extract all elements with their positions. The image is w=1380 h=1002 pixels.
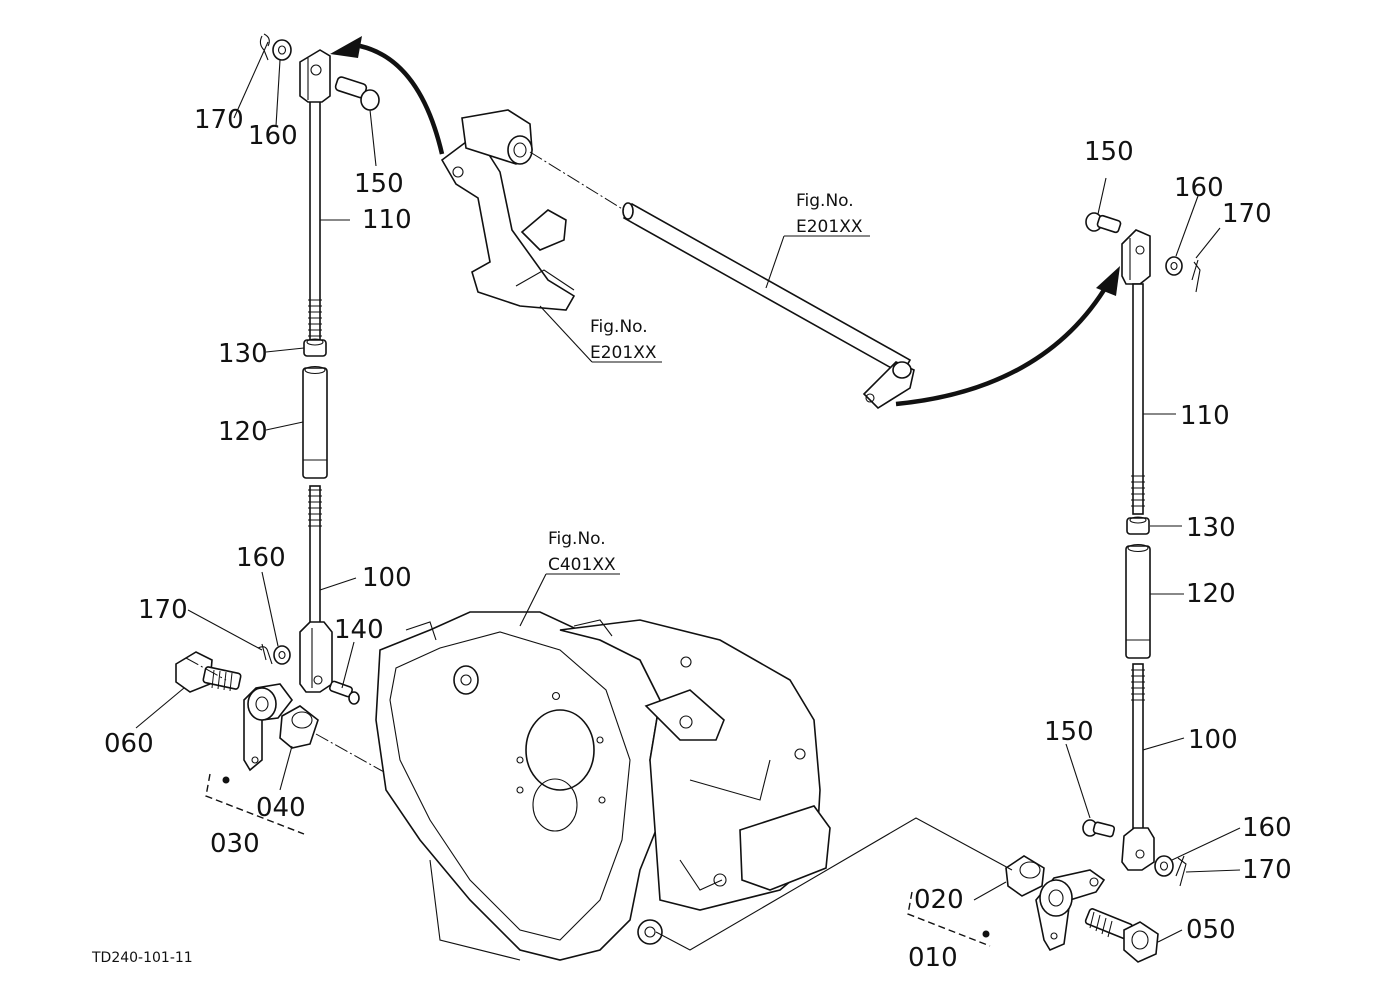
left-top-pin-150 [334, 76, 380, 111]
callout-left-060: 060 [104, 729, 154, 759]
right-top-washer-160 [1165, 256, 1183, 276]
callout-right-100: 100 [1188, 725, 1238, 755]
figure-references: Fig.No. E201XX Fig.No. E201XX Fig.No. C4… [548, 191, 863, 575]
right-bottom-clevis [1121, 827, 1155, 871]
left-pin-140 [328, 680, 360, 705]
right-bottom-washer-160 [1154, 855, 1174, 877]
right-top-clevis [1121, 229, 1151, 285]
right-bushing-020 [1005, 855, 1045, 897]
left-top-washer-160 [272, 39, 292, 61]
fig-ref-housing-label: Fig.No. [548, 529, 606, 549]
callout-left-130: 130 [218, 339, 268, 369]
right-bottom-pin-150 [1082, 819, 1116, 838]
callout-left-160-bottom: 160 [236, 543, 286, 573]
right-group-bracket-010 [907, 891, 991, 947]
callout-left-170-bottom: 170 [138, 595, 188, 625]
left-bolt-060 [175, 651, 242, 693]
left-lever-pivot-dot [222, 776, 230, 784]
fig-ref-arm-code: E201XX [590, 343, 657, 363]
right-top-cotter-170 [1191, 259, 1201, 293]
callout-labels: 170 160 150 110 130 120 100 160 170 140 … [104, 105, 1292, 973]
left-turnbuckle-120 [302, 365, 328, 479]
left-bottom-cotter-170 [257, 643, 273, 665]
callout-right-110: 110 [1180, 401, 1230, 431]
left-rod-110 [309, 99, 321, 341]
callout-right-170-top: 170 [1222, 199, 1272, 229]
right-bushing-leader [655, 817, 1013, 951]
callout-right-050: 050 [1186, 915, 1236, 945]
cross-shaft [622, 202, 915, 410]
left-group-bracket-030 [205, 773, 305, 835]
callout-right-170-bottom: 170 [1242, 855, 1292, 885]
transmission-housing [375, 611, 831, 961]
right-rod-110-thread [1131, 475, 1145, 507]
right-arrow-head [1096, 266, 1120, 296]
callout-right-020: 020 [914, 885, 964, 915]
right-curved-arrow [895, 288, 1106, 407]
pedal-arm-assembly [440, 109, 576, 311]
left-bushing-centerline [315, 733, 385, 773]
shaft-centerline [529, 151, 625, 211]
left-top-clevis [299, 49, 331, 103]
left-rod-100-thread [308, 489, 322, 527]
callout-right-010: 010 [908, 943, 958, 973]
callout-left-100: 100 [362, 563, 412, 593]
left-arrow-head [330, 36, 362, 58]
left-lever-030 [243, 683, 294, 772]
fig-ref-shaft-code: E201XX [796, 217, 863, 237]
diagram-code: TD240-101-11 [91, 950, 193, 966]
callout-left-110: 110 [362, 205, 412, 235]
callout-left-150-top: 150 [354, 169, 404, 199]
callout-right-150-bottom: 150 [1044, 717, 1094, 747]
right-turnbuckle-120 [1125, 543, 1151, 659]
fig-ref-housing-code: C401XX [548, 555, 616, 575]
left-rod-110-thread [308, 299, 322, 337]
right-rod-assembly [982, 212, 1201, 963]
right-rod-100-thread [1131, 669, 1145, 701]
callout-right-120: 120 [1186, 579, 1236, 609]
right-lever-pivot-dot [982, 930, 990, 938]
callout-left-160-top: 160 [248, 121, 298, 151]
right-lever-010 [1035, 869, 1106, 952]
callout-right-130: 130 [1186, 513, 1236, 543]
right-bottom-cotter-170 [1175, 855, 1187, 887]
fig-ref-arm-label: Fig.No. [590, 317, 648, 337]
callout-right-160-bottom: 160 [1242, 813, 1292, 843]
right-nut-130 [1126, 516, 1150, 535]
fig-ref-shaft-label: Fig.No. [796, 191, 854, 211]
pedal-arm [440, 141, 576, 311]
left-curved-arrow [359, 43, 445, 155]
leader-lines [135, 41, 1241, 943]
callout-right-160-top: 160 [1174, 173, 1224, 203]
left-bottom-washer-160 [273, 645, 291, 665]
right-rod-110 [1132, 283, 1144, 515]
callout-left-140: 140 [334, 615, 384, 645]
callout-left-120: 120 [218, 417, 268, 447]
left-bottom-clevis [299, 621, 333, 693]
callout-left-040: 040 [256, 793, 306, 823]
callout-left-030: 030 [210, 829, 260, 859]
right-bolt-050 [1084, 908, 1159, 963]
callout-right-150-top: 150 [1084, 137, 1134, 167]
left-bolt-centerline [185, 657, 227, 681]
right-rod-100 [1132, 663, 1144, 835]
right-top-pin-150 [1085, 212, 1122, 234]
left-nut-130 [303, 338, 327, 357]
left-bushing-040 [279, 705, 319, 749]
left-rod-100 [309, 485, 321, 627]
callout-left-170-top: 170 [194, 105, 244, 135]
left-rod-assembly [175, 33, 380, 784]
